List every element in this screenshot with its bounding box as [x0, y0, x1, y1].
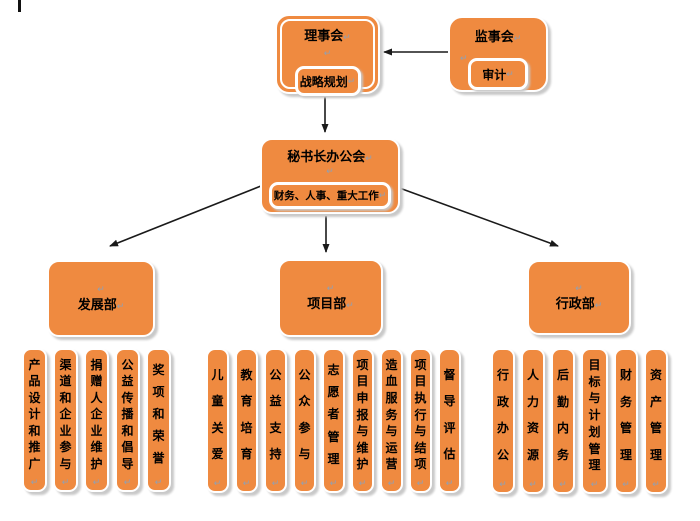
return-mark: ↵ [499, 479, 507, 489]
node-secretary[interactable]: 秘书长办公会↵ ↵ 财务、人事、重大工作↵ [260, 138, 400, 214]
function-label: 公益支持 [269, 367, 282, 462]
function-label: 人力资源 [526, 367, 539, 463]
supervisory-title: 监事会↵ [474, 29, 522, 44]
function-label: 公众参与 [298, 367, 311, 462]
dept-admin-title: 行政部↵ [555, 295, 603, 311]
return-mark: ↵ [594, 299, 603, 310]
function-label: 督导评估 [443, 367, 456, 462]
return-mark: ↵ [116, 300, 125, 311]
return-mark: ↵ [92, 477, 101, 487]
function-label: 目标与计划管理 [588, 357, 601, 473]
node-dept-development[interactable]: ↵ 发展部↵ [47, 260, 155, 337]
function-label: 渠道和企业参与 [59, 357, 72, 471]
function-label: 行政办公 [496, 367, 509, 463]
return-mark: ↵ [154, 477, 163, 487]
function-label: 儿童关爱 [211, 367, 224, 462]
function-box[interactable]: 后勤内务 ↵ [551, 348, 575, 494]
node-dept-project[interactable]: ↵ 项目部↵ [278, 259, 383, 337]
return-mark: ↵ [358, 478, 367, 488]
function-group-project: 儿童关爱↵ 教育培育↵ 公益支持↵ 公众参与↵ 志愿者管理↵ 项目申报与维护↵ … [206, 348, 461, 493]
function-label: 奖项和荣誉 [152, 363, 165, 465]
function-label: 公益传播和倡导 [121, 357, 134, 471]
return-mark: ↵ [513, 33, 522, 43]
function-label: 捐赠人企业维护 [90, 357, 103, 471]
function-box[interactable]: 公众参与 ↵ [293, 348, 316, 493]
return-mark: ↵ [347, 75, 356, 86]
function-label: 产品设计和推广 [28, 357, 41, 471]
return-mark: ↵ [506, 68, 514, 79]
function-box[interactable]: 儿童关爱 ↵ [206, 348, 229, 493]
return-mark: ↵ [590, 479, 599, 489]
function-box[interactable]: 捐赠人企业维护 ↵ [84, 348, 109, 492]
return-mark: ↵ [323, 48, 332, 58]
function-box[interactable]: 奖项和荣誉 ↵ [146, 348, 171, 492]
return-mark: ↵ [326, 166, 334, 176]
function-box[interactable]: 人力资源 ↵ [521, 348, 545, 494]
function-label: 后勤内务 [556, 367, 569, 463]
return-mark: ↵ [387, 478, 396, 488]
node-secretary-sub[interactable]: 财务、人事、重大工作↵ [269, 182, 391, 209]
function-box[interactable]: 教育培育 ↵ [235, 348, 258, 493]
function-box[interactable]: 资产管理 ↵ [644, 348, 668, 494]
function-box[interactable]: 公益传播和倡导 ↵ [115, 348, 140, 492]
function-box[interactable]: 目标与计划管理 ↵ [581, 348, 608, 494]
return-mark: ↵ [242, 478, 251, 488]
function-label: 项目执行与结项 [414, 357, 427, 472]
return-mark: ↵ [329, 478, 338, 488]
dept-development-title: 发展部↵ [77, 296, 125, 312]
board-sub-label: 战略规划 [299, 74, 348, 89]
function-group-development: 产品设计和推广 ↵ 渠道和企业参与 ↵ 捐赠人企业维护 ↵ 公益传播和倡导 ↵ 奖项和荣… [22, 348, 171, 492]
secretary-sub-label: 财务、人事、重大工作 [273, 190, 379, 202]
return-mark: ↵ [326, 283, 335, 294]
secretary-title: 秘书长办公会↵ [287, 149, 373, 164]
return-mark: ↵ [378, 190, 387, 200]
return-mark: ↵ [30, 477, 39, 487]
return-mark: ↵ [529, 479, 537, 489]
function-box[interactable]: 项目执行与结项 ↵ [409, 348, 432, 493]
return-mark: ↵ [300, 478, 309, 488]
node-board-sub[interactable]: 战略规划↵ [294, 66, 361, 96]
connector-secretary-to-admin[interactable] [393, 185, 559, 247]
function-label: 教育培育 [240, 367, 253, 462]
return-mark: ↵ [97, 283, 105, 294]
return-mark: ↵ [460, 53, 468, 63]
function-label: 资产管理 [649, 367, 662, 463]
return-mark: ↵ [346, 300, 354, 311]
text-cursor [18, 0, 21, 12]
node-supervisory-sub[interactable]: 审计↵ [468, 58, 528, 90]
return-mark: ↵ [365, 153, 373, 163]
function-box[interactable]: 造血服务与运营 ↵ [380, 348, 403, 493]
function-label: 造血服务与运营 [385, 357, 398, 472]
board-title: 理事会↵ [304, 28, 351, 43]
function-box[interactable]: 公益支持 ↵ [264, 348, 287, 493]
function-box[interactable]: 渠道和企业参与 ↵ [53, 348, 78, 492]
return-mark: ↵ [559, 479, 567, 489]
return-mark: ↵ [213, 478, 222, 488]
function-label: 财务管理 [619, 367, 632, 463]
return-mark: ↵ [61, 477, 70, 487]
function-label: 志愿者管理 [327, 363, 340, 466]
dept-project-title: 项目部↵ [307, 296, 354, 312]
function-box[interactable]: 项目申报与维护 ↵ [351, 348, 374, 493]
return-mark: ↵ [416, 478, 425, 488]
return-mark: ↵ [271, 478, 280, 488]
function-label: 项目申报与维护 [356, 357, 369, 472]
return-mark: ↵ [123, 477, 132, 487]
function-box[interactable]: 志愿者管理 ↵ [322, 348, 345, 493]
function-box[interactable]: 督导评估 ↵ [438, 348, 461, 493]
connector-secretary-to-development[interactable] [109, 183, 267, 247]
return-mark: ↵ [575, 282, 583, 293]
return-mark: ↵ [343, 32, 351, 42]
return-mark: ↵ [622, 479, 630, 489]
node-dept-admin[interactable]: ↵ 行政部↵ [527, 260, 631, 335]
supervisory-sub-label: 审计 [482, 67, 507, 82]
function-group-admin: 行政办公 ↵ 人力资源 ↵ 后勤内务 ↵ 目标与计划管理 ↵ 财务管理 ↵ 资产管理 ↵ [491, 348, 668, 494]
function-box[interactable]: 行政办公 ↵ [491, 348, 515, 494]
function-box[interactable]: 产品设计和推广 ↵ [22, 348, 47, 492]
return-mark: ↵ [445, 478, 454, 488]
node-board[interactable]: 理事会↵ ↵ 战略规划↵ [275, 14, 380, 96]
node-supervisory[interactable]: 监事会↵ ↵ 审计↵ [448, 16, 548, 92]
return-mark: ↵ [652, 479, 660, 489]
function-box[interactable]: 财务管理 ↵ [614, 348, 638, 494]
